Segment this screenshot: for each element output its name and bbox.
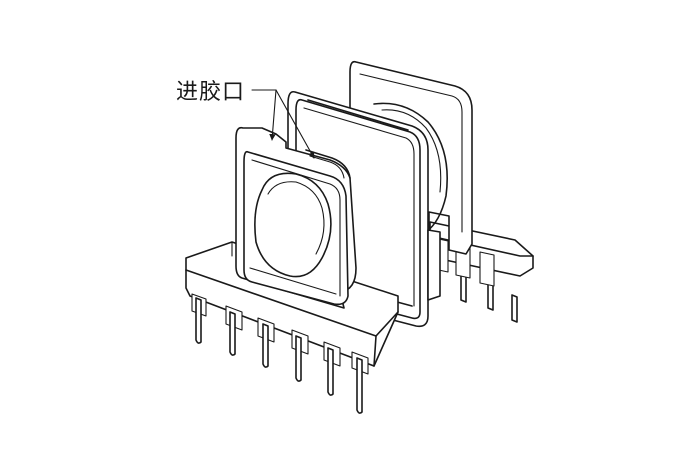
gate-callout-label: 进胶口 xyxy=(176,80,246,105)
middle-flange-lug xyxy=(427,229,441,301)
front-core-window xyxy=(254,172,332,278)
back-base-rail xyxy=(429,221,534,287)
gate-callout-leaders xyxy=(251,89,315,159)
front-pins xyxy=(191,293,369,414)
